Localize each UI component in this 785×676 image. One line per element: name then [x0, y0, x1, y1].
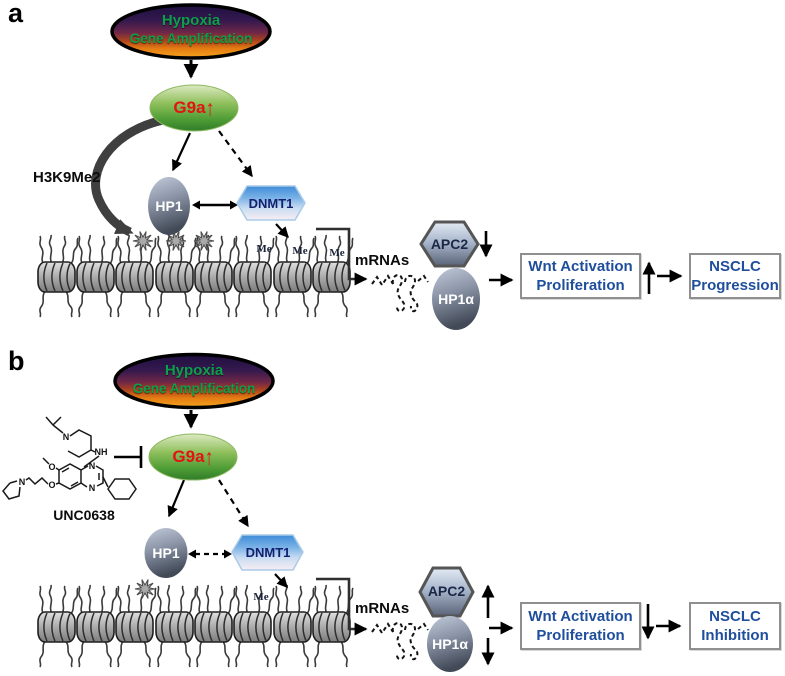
- g9a-to-hp1-arrow: [172, 132, 191, 172]
- hp1-ellipse: [144, 528, 188, 578]
- hp1a-label-a: HP1α: [438, 291, 474, 307]
- atom-label: N: [63, 432, 70, 442]
- unc0638-label: UNC0638: [53, 507, 115, 523]
- unc0638-structure: N NH O O N N N: [2, 416, 137, 500]
- g9a-label-a: G9a↑: [150, 96, 238, 121]
- mrna-squiggle: [371, 274, 429, 313]
- g9a-text: G9a: [173, 98, 206, 117]
- atom-label: O: [48, 480, 55, 490]
- panel-b-shapes: N NH O O N N N: [2, 352, 682, 672]
- outcome-line1: NSCLC: [709, 607, 761, 625]
- outcome-line2: Inhibition: [701, 627, 769, 644]
- hypoxia-label-a: Hypoxia Gene Amplification: [112, 12, 270, 48]
- panel-a-label: a: [8, 0, 24, 28]
- me-label: Me: [253, 591, 269, 603]
- wnt-box-b: Wnt Activation Proliferation: [520, 602, 641, 650]
- dnmt1-label-a: DNMT1: [248, 196, 294, 211]
- apc2-hexagon: [419, 220, 480, 268]
- g9a-up-arrow: ↑: [204, 444, 214, 470]
- wnt-line2: Proliferation: [536, 277, 625, 294]
- hp1a-label-b: HP1α: [432, 636, 468, 652]
- hp1-label-b: HP1: [152, 545, 180, 561]
- wnt-box-a: Wnt Activation Proliferation: [520, 253, 641, 299]
- atom-label: N: [89, 483, 96, 493]
- hp1a-ellipse: [432, 268, 480, 330]
- g9a-up-arrow: ↑: [205, 95, 215, 121]
- methyl-star-icon: [193, 231, 215, 251]
- panel-b-label: b: [8, 346, 25, 376]
- wnt-line2: Proliferation: [536, 627, 625, 644]
- atom-label: NH: [95, 447, 108, 457]
- dnmt1-hexagon: [231, 534, 304, 571]
- hypoxia-ellipse: [110, 3, 272, 60]
- atom-label: N: [19, 477, 26, 487]
- g9a-ellipse: [148, 433, 238, 481]
- hypoxia-line1: Hypoxia: [164, 362, 224, 379]
- outcome-line2: Progression: [691, 277, 779, 294]
- h3k9me2-label: H3K9Me2: [33, 169, 101, 186]
- atom-label: N: [89, 461, 96, 471]
- hypoxia-line2: Gene Amplification: [132, 380, 256, 396]
- g9a-label-b: G9a↑: [149, 445, 237, 470]
- panel-a-shapes: [37, 3, 683, 330]
- hp1-ellipse: [148, 177, 190, 235]
- hp1a-ellipse: [427, 616, 473, 672]
- outcome-line1: NSCLC: [709, 257, 761, 275]
- hp1-label-a: HP1: [155, 198, 183, 214]
- apc2-hexagon: [418, 566, 475, 618]
- wnt-line1: Wnt Activation: [528, 257, 633, 275]
- g9a-to-dnmt1-dashed-arrow: [218, 479, 249, 528]
- wnt-line1: Wnt Activation: [528, 607, 633, 625]
- methyl-star-icon: [132, 231, 154, 251]
- chromatin-to-mrna-connector: [316, 577, 368, 636]
- apc2-label-b: APC2: [427, 583, 466, 599]
- h3k9me2-curved-arrow: [91, 115, 165, 237]
- g9a-to-dnmt1-dashed-arrow: [218, 130, 253, 178]
- methyl-star-icon: [134, 579, 156, 599]
- unc0638-inhibition-tbar: [114, 446, 143, 468]
- g9a-ellipse: [149, 84, 239, 132]
- me-label: Me: [292, 245, 308, 257]
- atom-label: O: [48, 462, 55, 472]
- g9a-text: G9a: [172, 447, 205, 466]
- hypoxia-line1: Hypoxia: [161, 12, 221, 29]
- dnmt1-to-chromatin-arrow: [274, 573, 288, 588]
- outcome-box-b: NSCLC Inhibition: [689, 602, 781, 650]
- chromatin-to-mrna-connector: [316, 227, 368, 286]
- mrna-squiggle: [371, 622, 429, 661]
- hypoxia-line2: Gene Amplification: [129, 30, 253, 46]
- mrnas-label-b: mRNAs: [355, 600, 410, 617]
- mrnas-label-a: mRNAs: [355, 252, 410, 269]
- nucleosome-row-b: [37, 579, 354, 668]
- me-label: Me: [329, 247, 345, 259]
- dnmt1-label-b: DNMT1: [245, 545, 291, 560]
- me-label: Me: [256, 243, 272, 255]
- hypoxia-ellipse: [113, 352, 275, 410]
- g9a-to-hp1-arrow: [167, 479, 186, 518]
- dnmt1-hexagon: [236, 185, 306, 221]
- hypoxia-label-b: Hypoxia Gene Amplification: [115, 362, 273, 398]
- apc2-label-a: APC2: [430, 236, 469, 252]
- dnmt1-to-chromatin-arrow: [275, 223, 289, 238]
- outcome-box-a: NSCLC Progression: [689, 253, 781, 299]
